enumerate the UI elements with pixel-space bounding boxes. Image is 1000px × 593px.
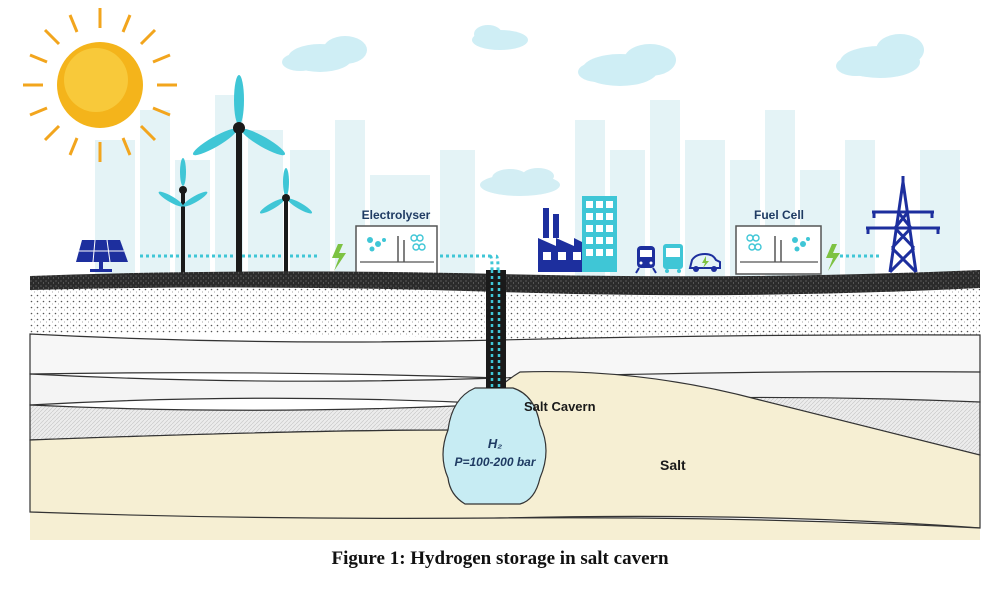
fuel-cell-icon bbox=[735, 225, 822, 275]
well-pipe-icon bbox=[486, 270, 506, 388]
salt-cavern-icon bbox=[442, 387, 547, 505]
bus-icon bbox=[663, 244, 683, 273]
lightning-icon bbox=[332, 244, 346, 271]
solar-panel-icon bbox=[76, 239, 128, 272]
cloud-icon bbox=[282, 36, 367, 72]
factory-icon bbox=[538, 208, 590, 272]
cloud-icon bbox=[480, 168, 560, 196]
wind-turbine-icon bbox=[259, 168, 313, 275]
electrolyser-icon bbox=[355, 225, 438, 275]
salt-label: Salt bbox=[660, 457, 686, 473]
energy-flow-lines bbox=[140, 254, 880, 385]
pressure-label: P=100-200 bar bbox=[454, 455, 536, 469]
power-tower-icon bbox=[866, 176, 940, 274]
building-icon bbox=[582, 196, 617, 272]
wind-turbine-icon bbox=[158, 158, 208, 275]
cloud-icon bbox=[472, 25, 528, 50]
lightning-icon bbox=[826, 244, 840, 271]
cloud-icon bbox=[578, 44, 676, 86]
wind-turbine-icon bbox=[192, 75, 286, 275]
hydrogen-storage-diagram: Electrolyser bbox=[23, 8, 981, 540]
electrolyser-label: Electrolyser bbox=[362, 208, 431, 222]
train-icon bbox=[635, 246, 657, 274]
sun-icon bbox=[23, 8, 177, 162]
figure-caption: Figure 1: Hydrogen storage in salt caver… bbox=[331, 548, 669, 569]
salt-cavern-label: Salt Cavern bbox=[524, 399, 596, 414]
cloud-icon bbox=[836, 34, 924, 78]
electric-car-icon bbox=[688, 252, 721, 272]
fuel-cell-label: Fuel Cell bbox=[754, 208, 804, 222]
h2-label: H₂ bbox=[488, 436, 502, 451]
